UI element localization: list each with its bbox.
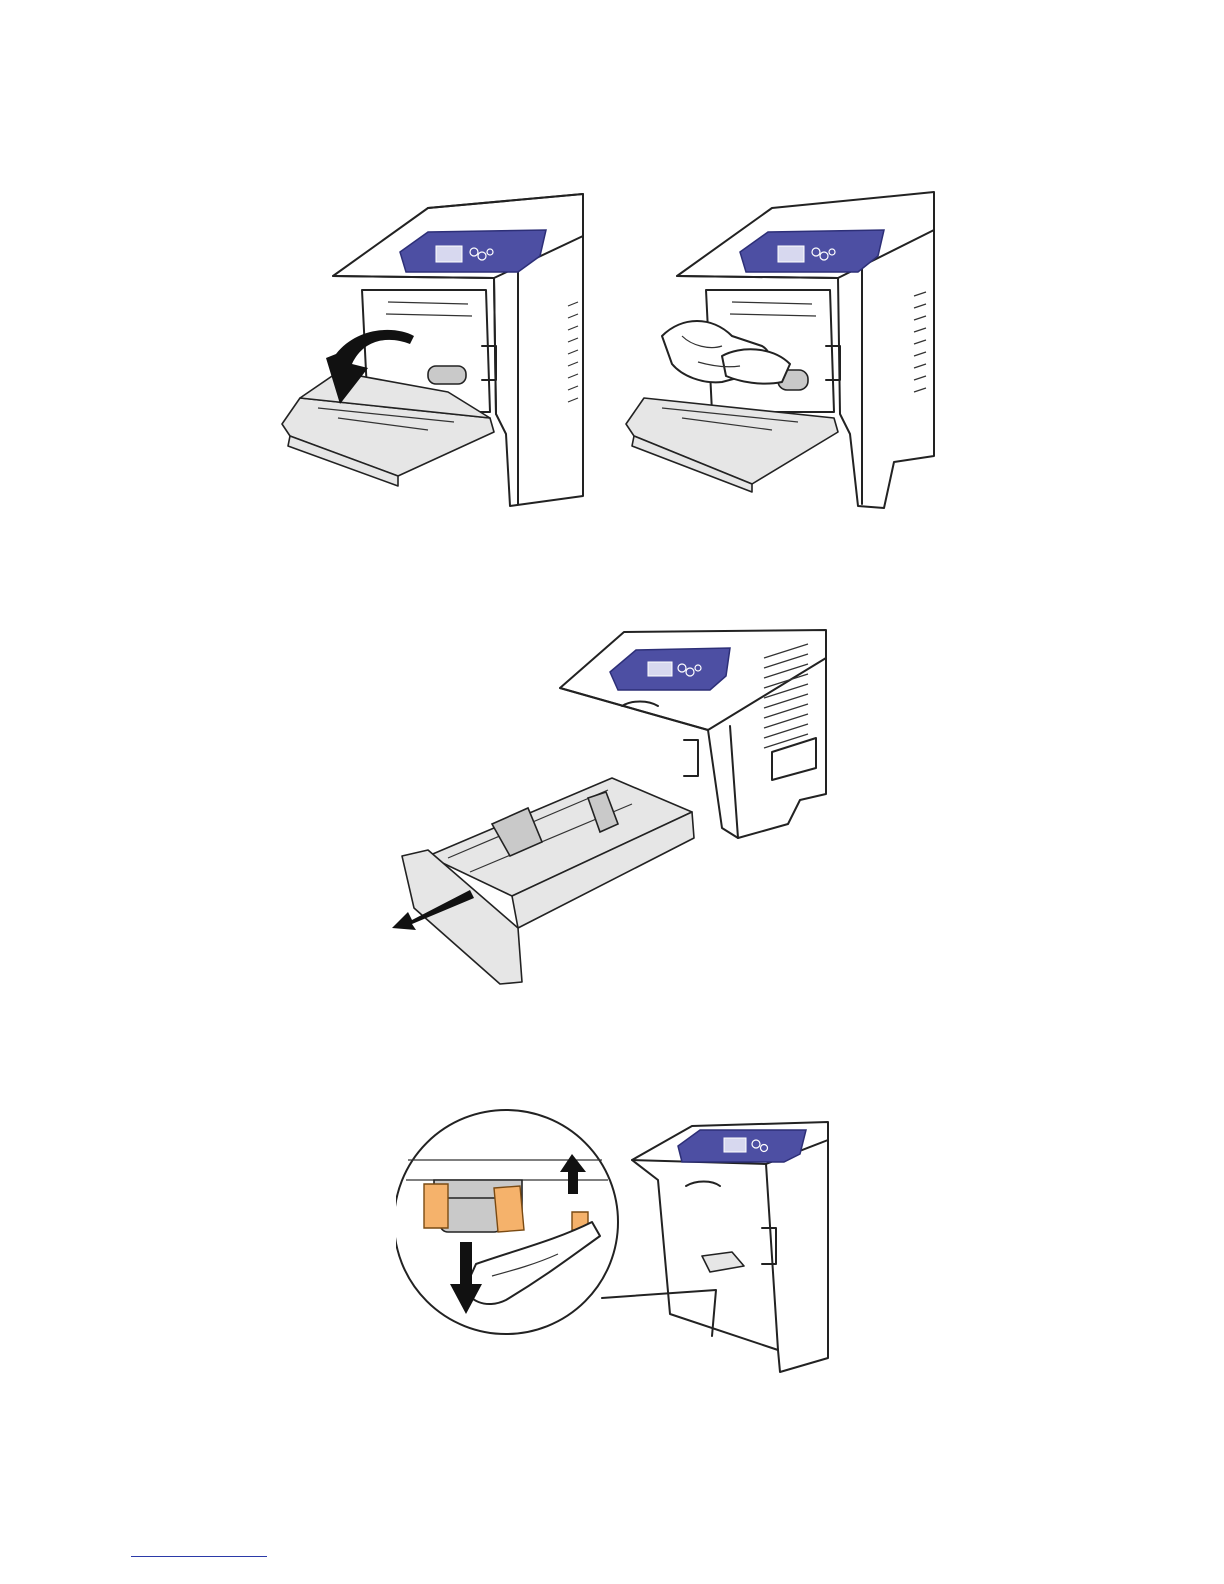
figure-remove-feed-roller xyxy=(396,1100,832,1376)
figure-open-bypass-tray xyxy=(278,186,588,516)
figure-pull-out-tray xyxy=(392,628,832,988)
footer-link[interactable] xyxy=(131,1556,267,1557)
figure-clean-bypass-roller xyxy=(622,186,940,516)
